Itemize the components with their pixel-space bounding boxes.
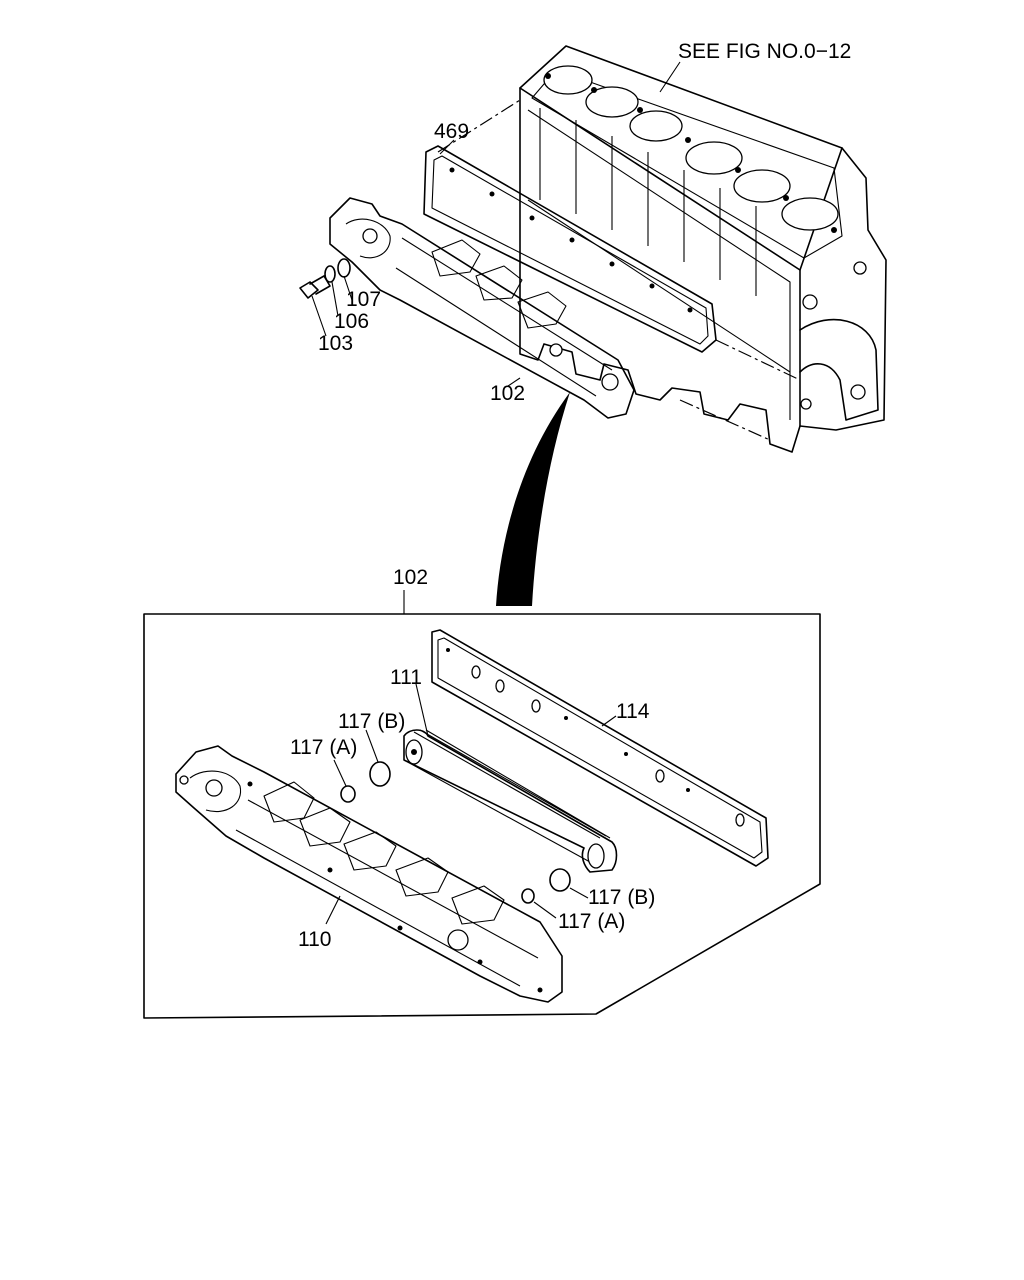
oring-117b-lower [549, 868, 571, 892]
cover-102-top-label: 102 [490, 382, 525, 405]
oring-117b-lower-leader [569, 887, 589, 899]
plate-114-leader [601, 715, 617, 727]
cover-110 [175, 745, 563, 1003]
washer-106 [324, 265, 336, 283]
element-111-leader [415, 683, 429, 737]
oring-117a-upper-leader [333, 759, 347, 787]
detail-pointer-arrow [496, 392, 570, 606]
gasket-469-label: 469 [434, 120, 469, 143]
oring-117a-upper [340, 785, 356, 803]
oring-117a-upper-label: 117 (A) [290, 736, 357, 759]
element-111 [403, 729, 618, 873]
cover-102-top-leader [507, 377, 521, 387]
cover-102-box-label: 102 [393, 566, 428, 589]
see-fig-leader [659, 61, 681, 93]
gasket-469-leader [439, 139, 455, 155]
plate-114-label: 114 [616, 700, 650, 723]
oring-117a-lower [521, 888, 535, 904]
oring-117b-upper-leader [365, 729, 379, 763]
oil-cooler-assembly-top [329, 197, 635, 419]
gasket-alignment-line-2 [715, 339, 801, 381]
gasket-469 [423, 145, 717, 353]
bolt-103-leader [311, 295, 327, 337]
bolt-103-label: 103 [318, 332, 353, 355]
oring-117b-lower-label: 117 (B) [588, 886, 655, 909]
detail-box-frame [143, 613, 821, 1019]
washer-107 [337, 258, 351, 278]
gasket-alignment-line [437, 99, 521, 153]
oring-117a-lower-leader [533, 901, 557, 919]
oring-117a-lower-label: 117 (A) [558, 910, 625, 933]
washer-106-leader [331, 281, 339, 317]
plate-114 [431, 629, 769, 867]
washer-106-label: 106 [334, 310, 369, 333]
cylinder-block [519, 45, 887, 453]
cover-110-leader [325, 895, 341, 925]
washer-107-leader [343, 275, 353, 301]
washer-107-label: 107 [346, 288, 381, 311]
see-fig-label: SEE FIG NO.0−12 [678, 40, 851, 63]
oring-117b-upper-label: 117 (B) [338, 710, 405, 733]
cover-110-label: 110 [298, 928, 331, 951]
oring-117b-upper [369, 761, 391, 787]
element-111-label: 111 [390, 666, 422, 689]
